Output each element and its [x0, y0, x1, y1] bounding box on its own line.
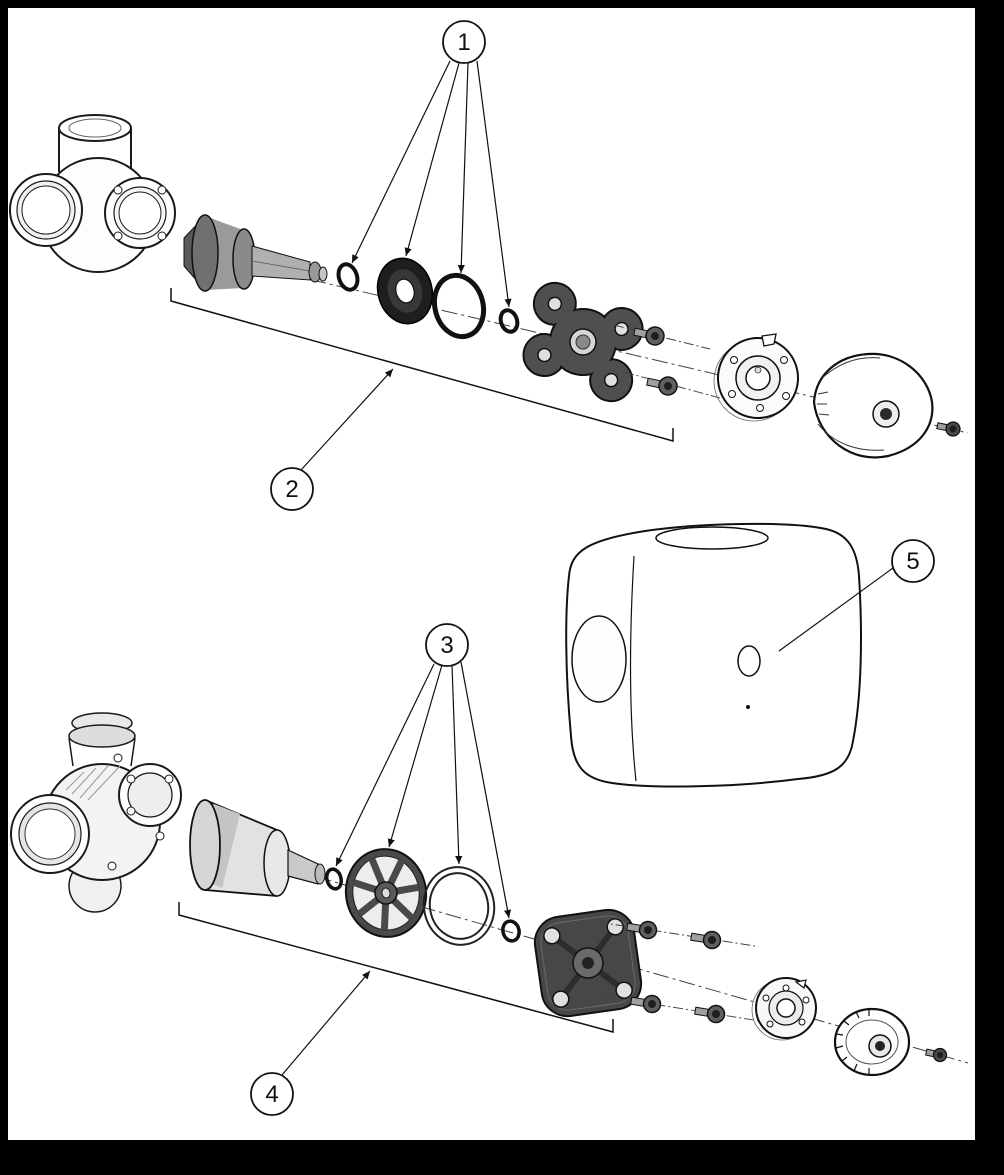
callout-3-label: 3 [440, 632, 453, 659]
bottom-gasket-ring [422, 866, 496, 946]
top-flange-plate [522, 281, 644, 403]
bottom-indicator-plate [751, 977, 817, 1041]
insulation-cover [565, 522, 862, 788]
top-assembly [9, 114, 969, 459]
bottom-screw-4 [694, 1004, 726, 1024]
callout-1-circle [442, 20, 486, 64]
top-o-ring-large [431, 272, 487, 340]
top-indicator-plate [713, 333, 799, 422]
callout-4-label: 4 [265, 1081, 278, 1108]
bottom-screw-axis-2 [601, 995, 761, 1022]
callout-4: 4 [250, 970, 371, 1116]
bottom-assembly [10, 712, 969, 1077]
top-screw-1 [633, 326, 665, 346]
bottom-washer [325, 867, 343, 891]
bottom-flange-plate [533, 908, 643, 1018]
top-o-ring-1 [336, 262, 360, 292]
top-handle-screw [936, 421, 961, 437]
top-handle-knob [812, 352, 934, 459]
bottom-screw-axis-1 [597, 921, 756, 947]
callout-4-circle [250, 1072, 294, 1116]
bottom-group-bracket [178, 902, 614, 1033]
top-o-ring-2 [498, 308, 520, 334]
bottom-screw-1 [626, 920, 658, 940]
callout-5: 5 [778, 539, 935, 652]
top-valve-body [9, 114, 176, 273]
top-rotor-plug [183, 214, 328, 292]
bottom-valve-body [10, 712, 182, 913]
callout-5-label: 5 [906, 548, 919, 575]
bottom-screw-2 [690, 930, 722, 950]
top-shaft-seal [376, 257, 434, 325]
cover-seam-line [629, 555, 637, 782]
top-group-bracket [170, 288, 674, 442]
bottom-handle-knob [833, 1007, 911, 1077]
bottom-rotor-plug [189, 799, 326, 897]
callout-2-label: 2 [285, 476, 298, 503]
bottom-handle-screw [925, 1047, 948, 1063]
cover-side-recess [571, 615, 627, 703]
cover-front-hole [737, 645, 761, 677]
cover-dot [746, 705, 750, 709]
callout-3-circle [425, 623, 469, 667]
bottom-spoked-disc [344, 848, 428, 938]
callout-2: 2 [270, 368, 394, 511]
bottom-screw-3 [630, 994, 662, 1014]
callout-2-circle [270, 467, 314, 511]
top-screw-2 [646, 376, 678, 396]
callout-3: 3 [335, 623, 512, 919]
callout-1-label: 1 [457, 29, 470, 56]
cover-top-hole [655, 526, 769, 550]
callout-1: 1 [351, 20, 512, 308]
bottom-nut [501, 919, 521, 943]
callout-5-circle [891, 539, 935, 583]
